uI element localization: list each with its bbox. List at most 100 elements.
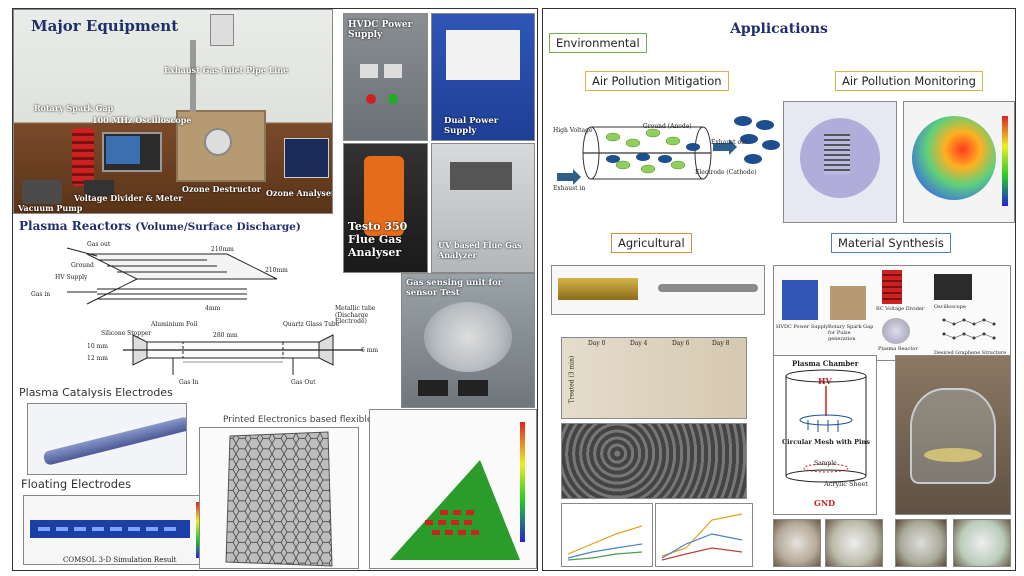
chamber-svg — [785, 369, 867, 483]
testo-photo: Testo 350 Flue Gas Analyser — [343, 143, 428, 273]
surface-discharge-diagram — [66, 247, 278, 305]
samples-photo-1 — [773, 519, 821, 567]
graphene-structure — [942, 318, 996, 340]
label-syn-graphene: Desired Graphene Structure — [934, 350, 1007, 356]
agri-line-chart-left — [567, 525, 643, 561]
label-dim-6: 6 mm — [361, 347, 379, 354]
equipment-panel: Exhaust Gas Inlet Pipe Line Rotary Spark… — [12, 8, 538, 571]
label-testo: Testo 350 Flue Gas Analyser — [348, 220, 408, 259]
air-mitigation-label: Air Pollution Mitigation — [585, 71, 729, 91]
hvdc-photo: HVDC Power Supply — [343, 13, 428, 141]
label-day8: Day 8 — [712, 340, 730, 347]
label-circular-mesh: Circular Mesh with Pins — [782, 438, 870, 446]
label-dim-10: 10 mm — [87, 343, 108, 350]
label-hv: HV — [818, 376, 832, 386]
samples-photo-3 — [895, 519, 947, 567]
label-syn-rotary: Rotary Spark Gap for Pulse generation — [828, 324, 874, 342]
synthesis-setup-image: HVDC Power Supply Rotary Spark Gap for P… — [773, 265, 1011, 361]
agricultural-label: Agricultural — [611, 233, 692, 253]
label-dim-210-side: 210mm — [265, 267, 288, 274]
printed-electronics-title: Printed Electronics based flexible Elect… — [223, 415, 418, 425]
label-vacuum-pump: Vacuum Pump — [18, 203, 83, 213]
uv-analyzer-photo: UV based Flue Gas Analyzer — [431, 143, 535, 273]
sensor-layout-image — [783, 101, 897, 223]
major-equipment-title: Major Equipment — [31, 17, 179, 35]
label-dim-12: 12 mm — [87, 355, 108, 362]
label-acrylic: Acrylic Sheet — [824, 480, 868, 488]
agri-seed-growth-image: Treated (3 min) Day 0 Day 4 Day 6 Day 8 — [561, 337, 747, 419]
agri-chart-left — [561, 503, 653, 567]
samples-photo-4 — [953, 519, 1011, 567]
air-monitoring-label: Air Pollution Monitoring — [835, 71, 983, 91]
label-gas-out-tube: Gas Out — [291, 379, 316, 386]
tube-reactor-diagram — [123, 334, 363, 375]
label-plasma-chamber: Plasma Chamber — [792, 359, 859, 368]
label-day4: Day 4 — [630, 340, 648, 347]
label-high-voltage: High Voltage — [553, 127, 593, 134]
plasma-chamber-diagram: Plasma Chamber HV Circular Mesh with Pin… — [773, 355, 877, 515]
label-syn-osc: Oscilloscope — [934, 304, 966, 310]
label-gas-in: Gas in — [31, 291, 51, 298]
floating-electrode-sim — [23, 495, 205, 565]
label-electrode-cathode: Electrode (Cathode) — [695, 169, 757, 176]
label-ground-anode: Ground (Anode) — [643, 123, 692, 130]
applications-panel: Applications Environmental Air Pollution… — [542, 8, 1016, 571]
plasma-jar-photo — [895, 355, 1011, 515]
label-gas-out: Gas out — [87, 241, 111, 248]
gas-sensing-photo: Gas sensing unit for sensor Test — [401, 273, 535, 408]
label-syn-reactor: Plasma Reactor — [878, 346, 918, 352]
triangle-sim — [390, 422, 525, 560]
label-dim-210-top: 210mm — [211, 246, 234, 253]
environmental-label: Environmental — [549, 33, 647, 53]
label-gas-sensing: Gas sensing unit for sensor Test — [406, 278, 503, 298]
sensor-heatmap-image — [903, 101, 1015, 223]
hex-mesh — [225, 431, 333, 567]
label-silicone: Silicone Stopper — [101, 330, 152, 337]
catalysis-electrode-sim — [27, 403, 187, 475]
label-oscilloscope: 100 MHz Oscilloscope — [92, 115, 192, 125]
label-dim-4mm: 4mm — [205, 305, 221, 312]
label-voltage-divider: Voltage Divider & Meter — [74, 193, 183, 203]
label-dim-280: 280 mm — [213, 332, 238, 339]
samples-photo-2 — [825, 519, 883, 567]
applications-title: Applications — [730, 21, 828, 37]
agri-chart-right — [655, 503, 753, 567]
comsol-label: COMSOL 3-D Simulation Result — [63, 556, 177, 564]
label-exhaust-out: Exhaust out — [711, 139, 748, 146]
label-uv-analyzer: UV based Flue Gas Analyzer — [438, 240, 522, 260]
material-synthesis-label: Material Synthesis — [831, 233, 951, 253]
label-gnd: GND — [814, 498, 836, 508]
label-hv-supply: HV Supply — [55, 274, 88, 281]
label-metallic-tube: Metallic tube (Discharge Electrode) — [335, 305, 376, 326]
label-aluminium-foil: Aluminium Foil — [151, 321, 198, 328]
label-hvdc: HVDC Power Supply — [348, 20, 413, 40]
plasma-catalysis-title: Plasma Catalysis Electrodes — [19, 386, 173, 399]
label-day0: Day 0 — [588, 340, 606, 347]
agri-sem-image — [561, 423, 747, 499]
label-sample: Sample — [814, 460, 837, 467]
label-rotary-spark-gap: Rotary Spark Gap — [34, 103, 114, 113]
dual-power-photo: Dual Power Supply — [431, 13, 535, 141]
printed-electrode-hex — [199, 427, 359, 569]
plasma-reactors-subtitle: (Volume/Surface Discharge) — [135, 221, 301, 233]
plasma-reactors-label: Plasma Reactors — [19, 219, 132, 233]
label-ground: Ground — [71, 262, 94, 269]
label-treated: Treated (3 min) — [568, 355, 576, 404]
label-quartz-tube: Quartz Glass Tube — [283, 321, 340, 328]
label-gas-in-tube: Gas In — [179, 379, 199, 386]
triangle-electrode-sim — [369, 409, 537, 569]
floating-electrodes-title: Floating Electrodes — [21, 477, 132, 491]
mitigation-diagram — [557, 116, 780, 185]
label-dual-power: Dual Power Supply — [444, 116, 499, 136]
label-exhaust-gas: Exhaust Gas Inlet Pipe Line — [164, 65, 289, 75]
label-ozone-analyser: Ozone Analyser — [266, 188, 333, 198]
label-ozone-destructor: Ozone Destructor — [182, 184, 261, 194]
label-syn-rc: RC Voltage Divider — [876, 306, 925, 312]
lab-equipment-photo: Exhaust Gas Inlet Pipe Line Rotary Spark… — [13, 9, 333, 214]
label-syn-hvdc: HVDC Power Supply — [776, 324, 829, 330]
agri-setup-image — [551, 265, 765, 315]
agri-line-chart-right — [661, 513, 743, 561]
plasma-reactors-title: Plasma Reactors (Volume/Surface Discharg… — [19, 219, 301, 233]
label-exhaust-in: Exhaust in — [553, 185, 586, 192]
label-day6: Day 6 — [672, 340, 690, 347]
